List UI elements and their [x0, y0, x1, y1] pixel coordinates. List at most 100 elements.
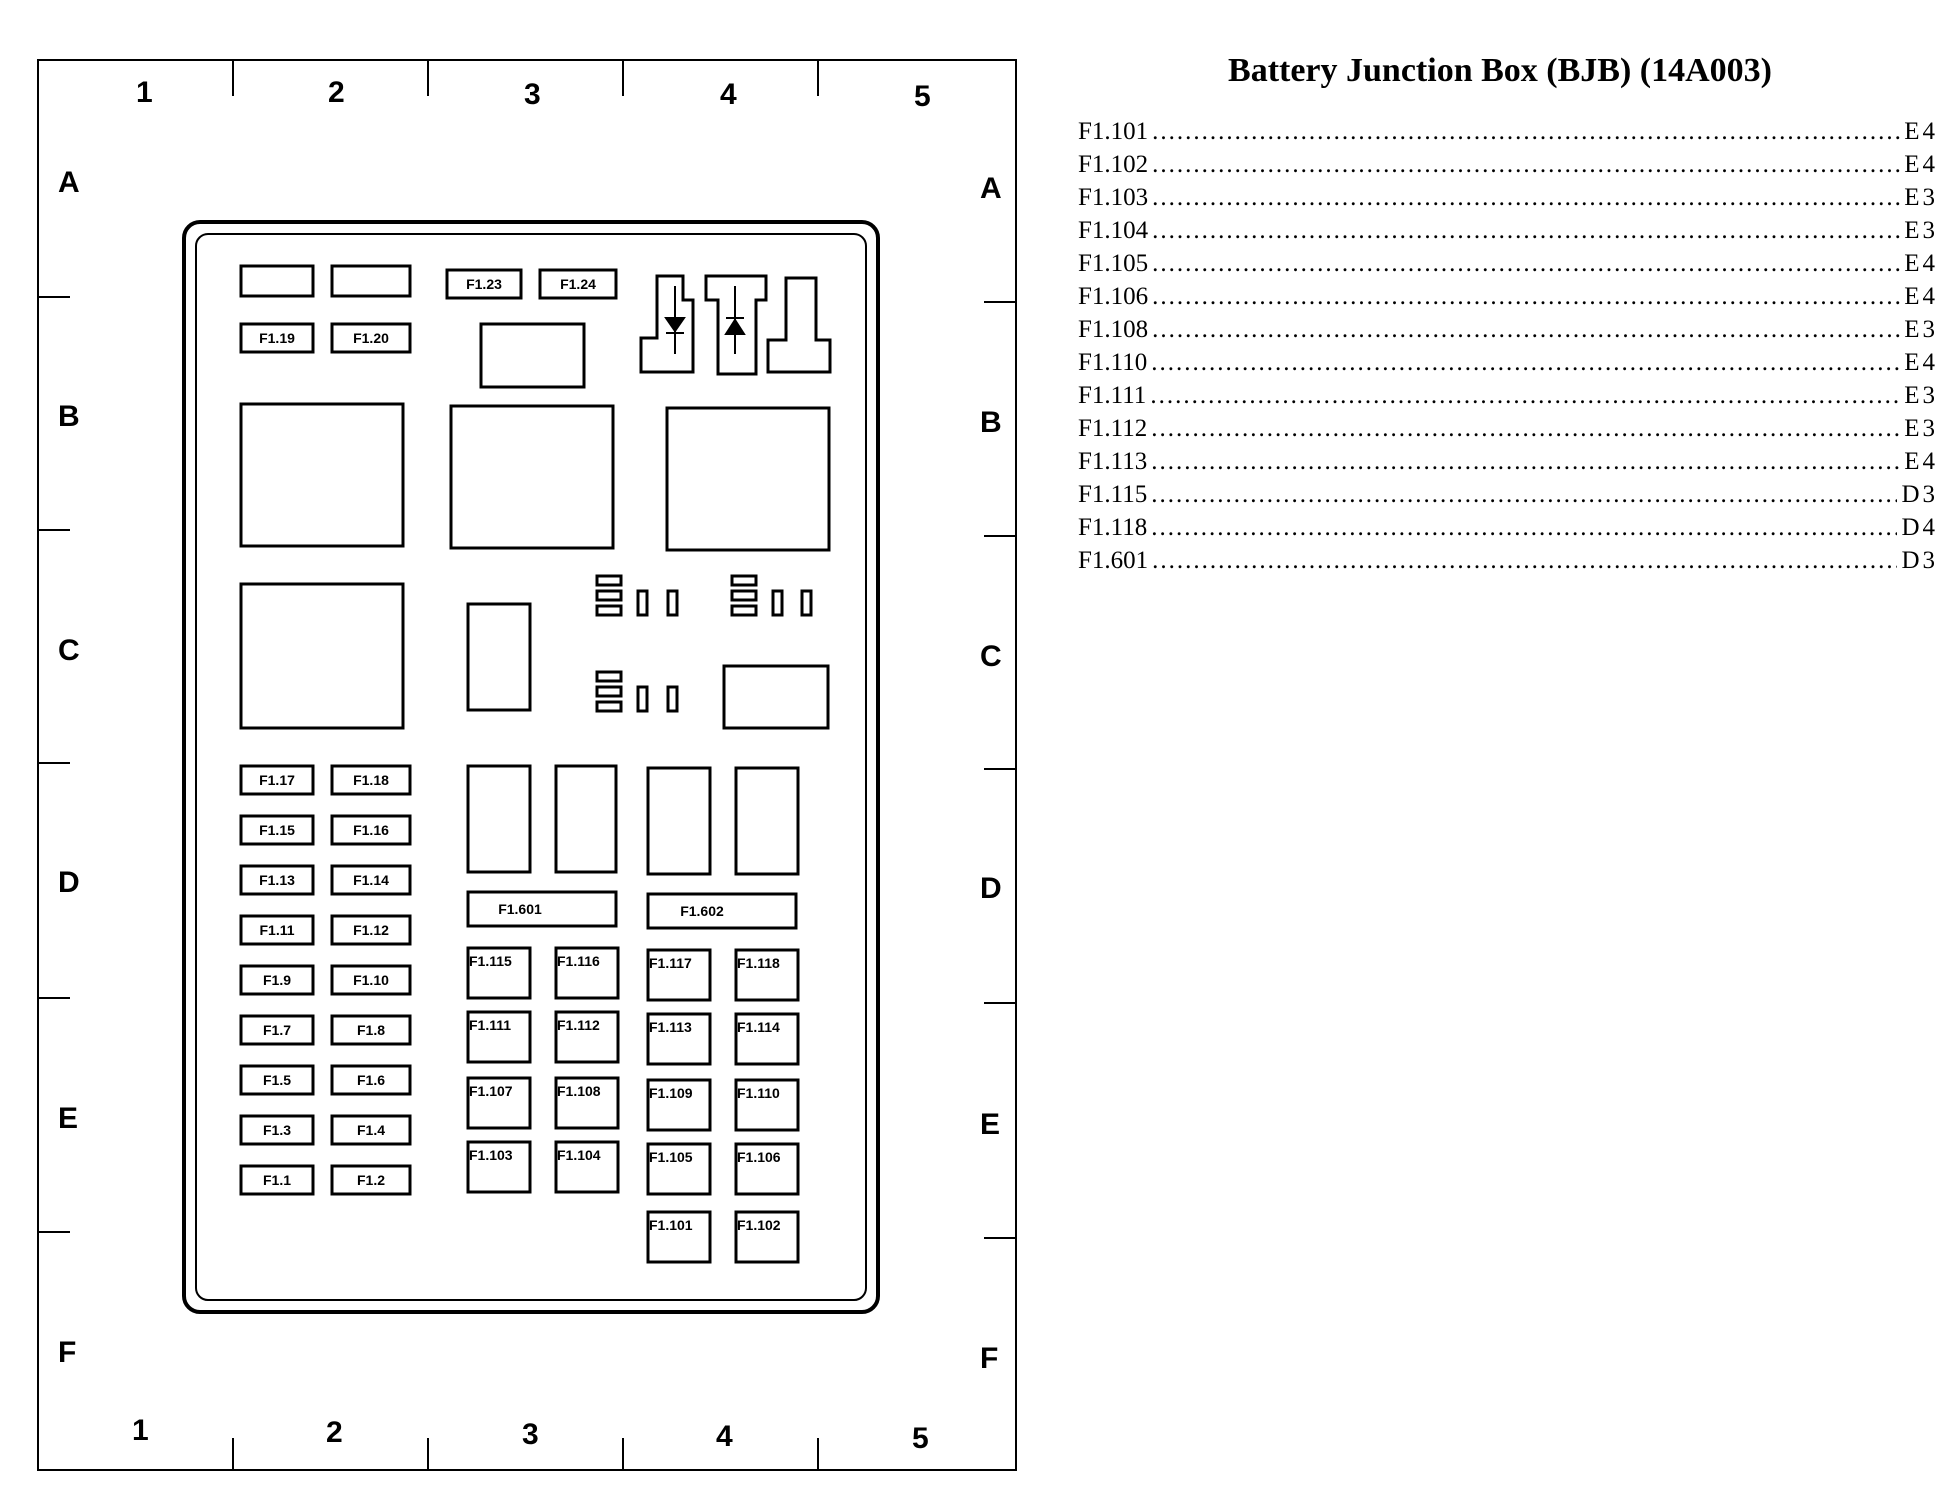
fuse-label: F1.19: [259, 330, 295, 346]
index-fuse: F1.108: [1078, 316, 1149, 343]
index-fuse: F1.102: [1078, 151, 1149, 178]
fuse-f1-15: [239, 814, 315, 846]
fuse-label: F1.4: [357, 1122, 385, 1138]
fuse-f1-12: [330, 914, 412, 946]
page-title: Battery Junction Box (BJB) (14A003): [1228, 52, 1772, 89]
fuse-f1-107: [466, 1076, 532, 1130]
fuse-label: F1.14: [353, 872, 389, 888]
fuse-f1-10: [330, 964, 412, 996]
fuse-f1-104: [554, 1140, 620, 1194]
fuse-f1-601: [466, 890, 618, 928]
index-fuse: F1.113: [1078, 448, 1148, 475]
index-location: E3: [1904, 382, 1938, 409]
relay-large: [239, 402, 405, 548]
connector-pin: [666, 589, 679, 617]
fuse-label: F1.20: [353, 330, 389, 346]
fuse-f1-2: [330, 1164, 412, 1196]
maxi-fuse: [554, 764, 618, 874]
fuse-box-diagram: 1 2 3 4 5 1 2 3 4 5 A B C D E F A B C D …: [37, 59, 1017, 1471]
fuse-label: F1.107: [469, 1083, 513, 1099]
row-label-right-d: D: [980, 872, 1002, 905]
fuse-f1-103: [466, 1140, 532, 1194]
housing-inner: [195, 233, 867, 1301]
fuse-f1-20: [330, 322, 412, 354]
connector-pin: [666, 685, 679, 713]
diode-icon: [724, 318, 746, 335]
fuse-f1-101: [646, 1210, 712, 1264]
fuse-label: F1.103: [469, 1147, 513, 1163]
leader-dots: [1151, 349, 1900, 377]
fuse-label: F1.7: [263, 1022, 291, 1038]
index-row: F1.118D4: [1078, 514, 1938, 547]
leader-dots: [1152, 151, 1900, 179]
index-row: F1.105E4: [1078, 250, 1938, 283]
fuse-label: F1.13: [259, 872, 295, 888]
fuse-label: F1.23: [466, 276, 502, 292]
leader-dots: [1150, 382, 1900, 410]
connector-pin: [771, 589, 784, 617]
connector-pin: [595, 574, 623, 587]
fuse-label: F1.24: [560, 276, 596, 292]
fuse-label: F1.101: [649, 1217, 693, 1233]
fuse-f1-11: [239, 914, 315, 946]
fuse-f1-105: [646, 1142, 712, 1196]
fuse-label: F1.112: [557, 1017, 600, 1033]
connector-pin: [595, 700, 623, 713]
fuse-f1-110: [734, 1078, 800, 1132]
index-fuse: F1.112: [1078, 415, 1148, 442]
fuse-label: F1.104: [557, 1147, 601, 1163]
row-label-left-c: C: [58, 634, 80, 667]
fuse-label: F1.117: [649, 955, 692, 971]
diode-module: [766, 276, 832, 374]
row-label-right-a: A: [980, 172, 1002, 205]
leader-dots: [1152, 118, 1900, 146]
col-label-bottom-3: 3: [522, 1418, 539, 1451]
fuse-f1-6: [330, 1064, 412, 1096]
fuse-f1-23: [445, 268, 523, 300]
fuse-label: F1.113: [649, 1019, 692, 1035]
index-fuse: F1.106: [1078, 283, 1149, 310]
maxi-fuse: [646, 766, 712, 876]
fuse-f1-102: [734, 1210, 800, 1264]
index-location: E4: [1904, 283, 1938, 310]
fuse-f1-16: [330, 814, 412, 846]
col-label-bottom-5: 5: [912, 1422, 929, 1455]
row-label-left-d: D: [58, 866, 80, 899]
index-fuse: F1.110: [1078, 349, 1148, 376]
housing-outer: [182, 220, 880, 1314]
col-label-top-1: 1: [136, 76, 153, 109]
fuse-f1-18: [330, 764, 412, 796]
leader-dots: [1151, 514, 1897, 542]
fuse-label: F1.10: [353, 972, 389, 988]
connector-pin: [636, 685, 649, 713]
index-row: F1.112E3: [1078, 415, 1938, 448]
index-row: F1.103E3: [1078, 184, 1938, 217]
index-location: E4: [1904, 250, 1938, 277]
fuse-f1-111: [466, 1010, 532, 1064]
connector-pin: [800, 589, 813, 617]
index-location: E4: [1904, 448, 1938, 475]
col-label-top-5: 5: [914, 80, 931, 113]
fuse-label: F1.601: [498, 901, 542, 917]
index-fuse: F1.115: [1078, 481, 1148, 508]
fuse-f1-13: [239, 864, 315, 896]
connector-pin: [730, 604, 758, 617]
fuse-label: F1.108: [557, 1083, 601, 1099]
leader-dots: [1151, 481, 1897, 509]
connector-pin: [595, 604, 623, 617]
index-row: F1.113 E4: [1078, 448, 1938, 481]
row-label-left-b: B: [58, 400, 80, 433]
fuse-f1-116: [554, 946, 620, 1000]
index-fuse: F1.601: [1078, 547, 1149, 574]
fuse-label: F1.110: [737, 1085, 780, 1101]
relay-large: [665, 406, 831, 552]
index-location: D4: [1901, 514, 1938, 541]
fuse-f1-118: [734, 948, 800, 1002]
index-fuse: F1.111: [1078, 382, 1147, 409]
fuse-label: F1.16: [353, 822, 389, 838]
fuse-f1-114: [734, 1012, 800, 1066]
fuse-label: F1.2: [357, 1172, 385, 1188]
index-location: E4: [1904, 151, 1938, 178]
fuse-f1-108: [554, 1076, 620, 1130]
row-label-left-e: E: [58, 1102, 78, 1135]
